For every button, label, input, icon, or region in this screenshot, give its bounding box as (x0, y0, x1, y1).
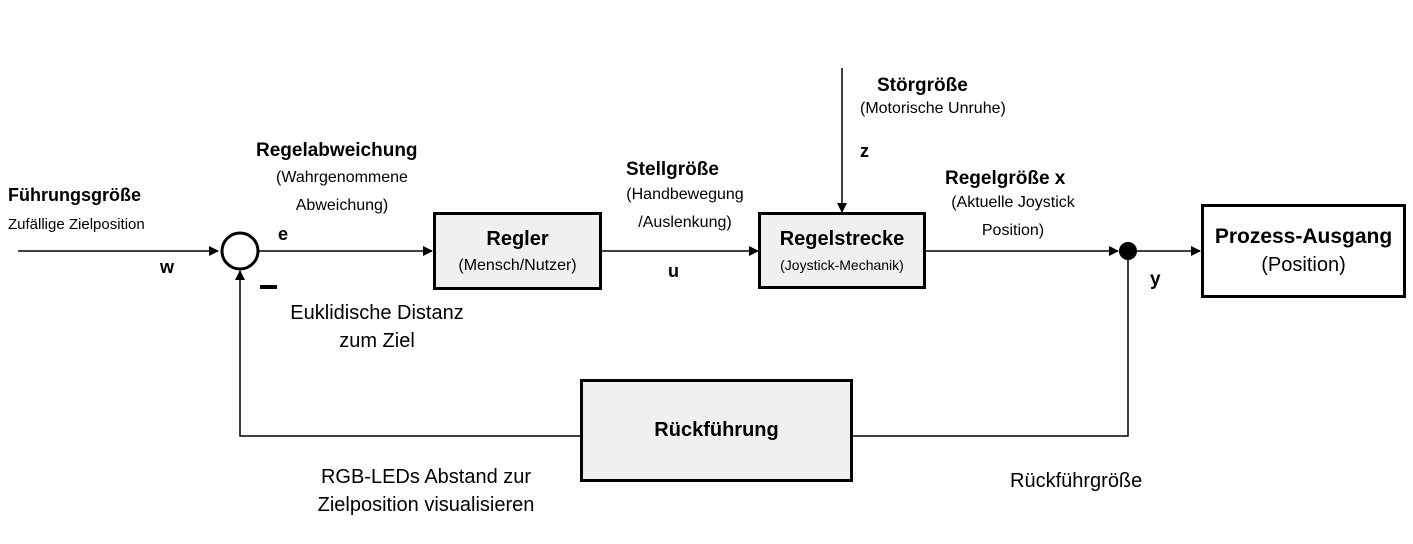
error-symbol: e (278, 224, 289, 244)
controller-title: Regler (486, 227, 549, 250)
actuating-symbol: u (668, 261, 679, 281)
error-desc-line2: Abweichung) (295, 197, 389, 214)
error-desc-line1: (Wahrgenommene (276, 169, 408, 186)
plant-block: Regelstrecke (Joystick-Mechanik) (758, 212, 926, 289)
controller-subtitle: (Mensch/Nutzer) (458, 256, 577, 274)
input-subtitle: Zufällige Zielposition (8, 216, 145, 233)
feedback-note-left: RGB-LEDs Abstand zur Zielposition visual… (296, 463, 556, 519)
feedback-path-right (852, 260, 1129, 437)
output-title: Prozess-Ausgang (1214, 225, 1393, 249)
output-subtitle: (Position) (1261, 253, 1346, 276)
input-symbol: w (160, 257, 175, 277)
actuating-desc-line2: /Auslenkung) (638, 214, 732, 231)
feedback-note-left-line2: Zielposition visualisieren (317, 494, 535, 516)
controlled-title: Regelgröße x (945, 168, 1066, 189)
feedback-path-left (235, 270, 580, 437)
feedback-note-left-line1: RGB-LEDs Abstand zur (320, 466, 532, 488)
disturbance-symbol: z (860, 141, 869, 161)
plant-title: Regelstrecke (779, 227, 905, 250)
branch-point (1119, 242, 1137, 260)
feedback-title: Rückführung (654, 419, 779, 441)
disturbance-title: Störgröße (877, 75, 968, 96)
error-note: Euklidische Distanz zum Ziel (262, 299, 492, 355)
summing-junction (220, 231, 260, 271)
actuating-desc-line1: (Handbewegung (626, 186, 744, 203)
controlled-desc-line1: (Aktuelle Joystick (951, 194, 1075, 211)
output-block: Prozess-Ausgang (Position) (1201, 204, 1406, 298)
controlled-desc-line2: Position) (981, 222, 1045, 239)
minus-sign (260, 285, 277, 289)
disturbance-desc: (Motorische Unruhe) (860, 100, 1006, 117)
actuating-desc: (Handbewegung /Auslenkung) (605, 181, 765, 237)
controlled-symbol: y (1150, 269, 1161, 290)
input-title: Führungsgröße (8, 185, 141, 205)
error-desc: (Wahrgenommene Abweichung) (262, 164, 422, 220)
feedback-block: Rückführung (580, 379, 853, 482)
error-title: Regelabweichung (256, 140, 418, 161)
plant-subtitle: (Joystick-Mechanik) (780, 256, 904, 273)
error-note-line1: Euklidische Distanz (290, 302, 464, 324)
error-note-line2: zum Ziel (339, 330, 415, 352)
controlled-desc: (Aktuelle Joystick Position) (933, 189, 1093, 245)
actuating-title: Stellgröße (626, 159, 719, 180)
feedback-note-right: Rückführgröße (1010, 470, 1143, 492)
controller-block: Regler (Mensch/Nutzer) (433, 212, 602, 290)
